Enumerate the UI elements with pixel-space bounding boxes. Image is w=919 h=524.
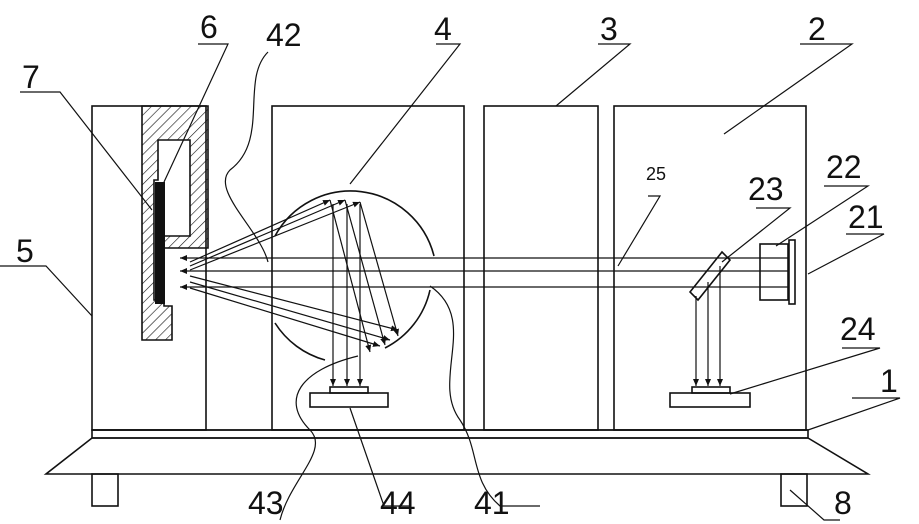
light-source-22: [760, 244, 788, 300]
leader-lines: [0, 44, 900, 520]
label-41: 41: [474, 485, 510, 521]
detector-24-cap: [692, 387, 730, 393]
housing-3: [484, 106, 598, 430]
sensor-plate: [155, 182, 165, 304]
label-6: 6: [200, 9, 218, 45]
label-1: 1: [880, 363, 898, 399]
hatched-holder-6: [142, 106, 208, 340]
label-7: 7: [22, 59, 40, 95]
label-44: 44: [380, 485, 416, 521]
beams-vertical-2: [696, 266, 720, 386]
detector-44: [310, 393, 388, 407]
detector-44-cap: [330, 387, 368, 393]
label-21: 21: [848, 199, 884, 235]
label-5: 5: [16, 233, 34, 269]
foot-left: [92, 474, 118, 506]
label-3: 3: [600, 11, 618, 47]
base-platform: [46, 430, 868, 474]
label-25: 25: [646, 164, 666, 184]
beams-upper: [190, 200, 398, 346]
label-2: 2: [808, 11, 826, 47]
label-43: 43: [248, 485, 284, 521]
beams-diagonal: [330, 200, 398, 352]
label-23: 23: [748, 171, 784, 207]
label-4: 4: [434, 11, 452, 47]
label-22: 22: [826, 149, 862, 185]
label-42: 42: [266, 17, 302, 53]
detector-24: [670, 393, 750, 407]
label-24: 24: [840, 311, 876, 347]
housing-4: [272, 106, 464, 430]
mirror-23: [690, 252, 730, 300]
grating-wheel-41: [275, 191, 434, 360]
label-8: 8: [834, 485, 852, 521]
lens-21: [789, 240, 795, 304]
